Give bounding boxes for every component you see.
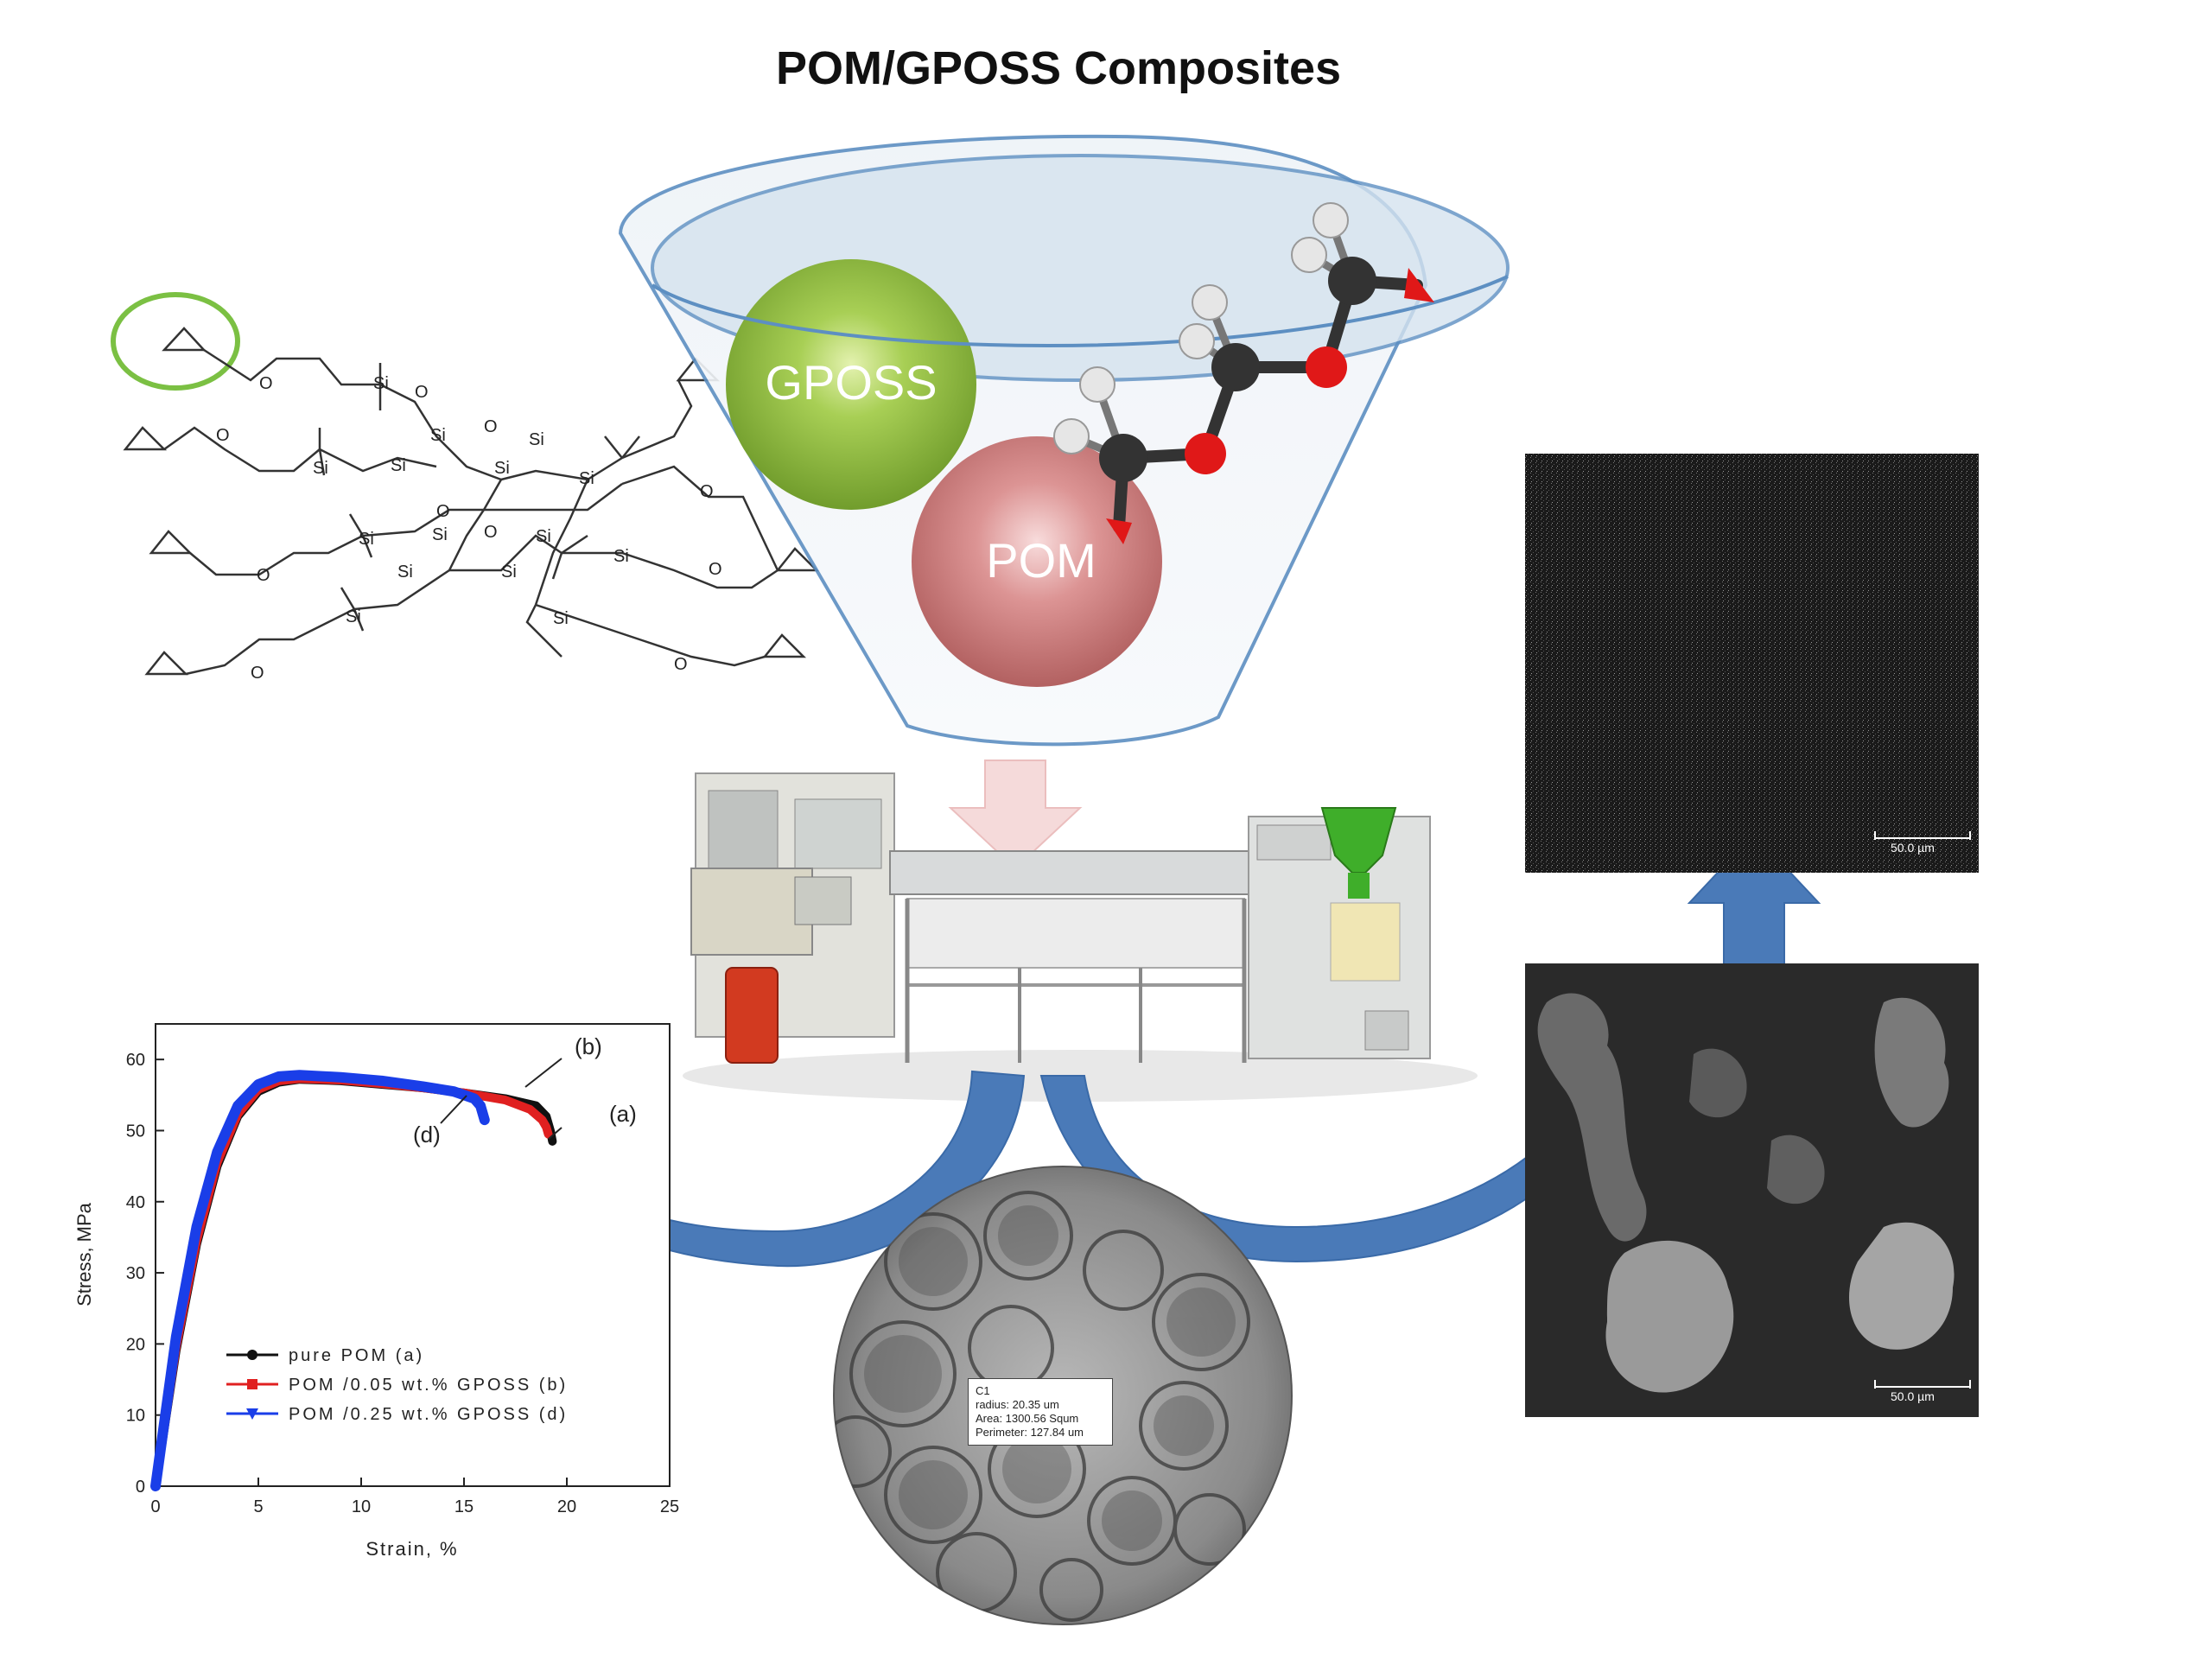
hydrogen-atom — [1079, 366, 1116, 403]
x-tick-label: 15 — [454, 1497, 474, 1516]
si-atom-label: Si — [346, 607, 361, 626]
hydrogen-atom — [1291, 237, 1327, 273]
o-atom-label: O — [257, 566, 270, 585]
stress-strain-chart: 0 10 20 30 40 50 60 0 5 10 15 20 25 Strain, % Stres… — [73, 1023, 679, 1560]
annotation-label: (a) — [609, 1101, 637, 1127]
y-tick-label: 0 — [136, 1478, 145, 1497]
funnel: GPOSS POM — [618, 134, 1510, 747]
si-atom-label: Si — [397, 563, 413, 582]
epoxide-highlight-circle — [111, 292, 240, 391]
series-line — [150, 1070, 490, 1491]
sem-bottom-scale-label: 50.0 µm — [1891, 1389, 1935, 1403]
gposs-structure — [111, 292, 820, 676]
oxygen-atom-partial — [1106, 518, 1132, 544]
measurement-box: C1 radius: 20.35 um Area: 1300.56 Squm P… — [968, 1378, 1113, 1446]
annotation-label: (b) — [575, 1033, 602, 1059]
y-tick-label: 40 — [126, 1193, 145, 1212]
y-axis-label: Stress, MPa — [73, 1202, 95, 1306]
legend-label: pure POM (a) — [289, 1346, 424, 1365]
legend-marker — [247, 1350, 257, 1360]
si-atom-label: Si — [536, 527, 551, 546]
o-atom-label: O — [259, 374, 273, 393]
hydrogen-atom — [1313, 202, 1349, 238]
measurement-line: C1 — [976, 1384, 990, 1397]
pom-label: POM — [986, 533, 1096, 588]
measurement-line: Perimeter: 127.84 um — [976, 1426, 1084, 1439]
measurement-line: radius: 20.35 um — [976, 1398, 1059, 1411]
curve-annotations: (a) (b) (d) — [413, 1033, 637, 1147]
si-atom-label: Si — [313, 459, 328, 478]
si-atom-label: Si — [613, 547, 629, 566]
gposs-atom-labels: Si O Si O Si Si Si Si Si O Si O Si Si Si… — [216, 374, 722, 683]
x-tick-label: 25 — [660, 1497, 679, 1516]
y-tick-label: 30 — [126, 1264, 145, 1283]
y-tick-label: 50 — [126, 1122, 145, 1141]
hydrogen-atom — [1192, 284, 1228, 321]
carbon-atom — [1211, 343, 1260, 391]
o-atom-label: O — [709, 560, 722, 579]
page-title: POM/GPOSS Composites — [775, 42, 1342, 94]
si-atom-label: Si — [359, 530, 374, 549]
extruder-machine — [683, 772, 1478, 1102]
annotation-leader — [524, 1058, 563, 1088]
hydrogen-atom — [1053, 418, 1090, 454]
o-atom-label: O — [436, 502, 450, 521]
si-atom-label: Si — [391, 456, 406, 475]
carbon-atom — [1099, 434, 1147, 482]
oxygen-atom-partial — [1404, 268, 1434, 302]
legend-label: POM /0.25 wt.% GPOSS (d) — [289, 1405, 568, 1424]
measurement-line: Area: 1300.56 Squm — [976, 1412, 1079, 1425]
legend-marker — [247, 1379, 257, 1389]
feed-arrow — [948, 760, 1083, 870]
gposs-label: GPOSS — [765, 355, 937, 410]
hydrogen-atom — [1179, 323, 1215, 359]
annotation-leader — [548, 1127, 563, 1140]
si-atom-label: Si — [430, 426, 446, 445]
sem-image-top — [1525, 454, 1979, 873]
o-atom-label: O — [674, 655, 688, 674]
pom-ball-stick-model — [1053, 202, 1434, 544]
o-atom-label: O — [484, 417, 498, 436]
oxygen-atom — [1306, 346, 1347, 388]
o-atom-label: O — [700, 482, 714, 501]
annotation-label: (d) — [413, 1122, 441, 1147]
gposs-sphere — [726, 259, 976, 510]
o-atom-label: O — [251, 664, 264, 683]
o-atom-label: O — [216, 426, 230, 445]
x-axis-label: Strain, % — [365, 1538, 458, 1560]
si-atom-label: Si — [553, 609, 569, 628]
y-tick-label: 10 — [126, 1407, 145, 1426]
y-tick-label: 20 — [126, 1335, 145, 1354]
carbon-atom — [1328, 257, 1376, 305]
pom-sphere — [912, 436, 1162, 687]
x-tick-label: 10 — [352, 1497, 371, 1516]
si-atom-label: Si — [373, 374, 389, 393]
si-atom-label: Si — [579, 469, 594, 488]
x-tick-label: 20 — [557, 1497, 576, 1516]
x-tick-label: 0 — [150, 1497, 160, 1516]
x-tick-label: 5 — [253, 1497, 263, 1516]
annotation-leader — [440, 1095, 467, 1124]
si-atom-label: Si — [529, 430, 544, 449]
si-atom-label: Si — [494, 459, 510, 478]
legend-label: POM /0.05 wt.% GPOSS (b) — [289, 1376, 568, 1395]
o-atom-label: O — [484, 523, 498, 542]
si-atom-label: Si — [432, 525, 448, 544]
si-atom-label: Si — [501, 563, 517, 582]
legend-marker — [246, 1408, 258, 1420]
sem-image-bottom — [1525, 963, 1979, 1417]
chart-legend: pure POM (a) POM /0.05 wt.% GPOSS (b) POM … — [226, 1346, 568, 1424]
y-tick-label: 60 — [126, 1051, 145, 1070]
oxygen-atom — [1185, 433, 1226, 474]
o-atom-label: O — [415, 383, 429, 402]
sem-top-scale-label: 50.0 µm — [1891, 841, 1935, 855]
